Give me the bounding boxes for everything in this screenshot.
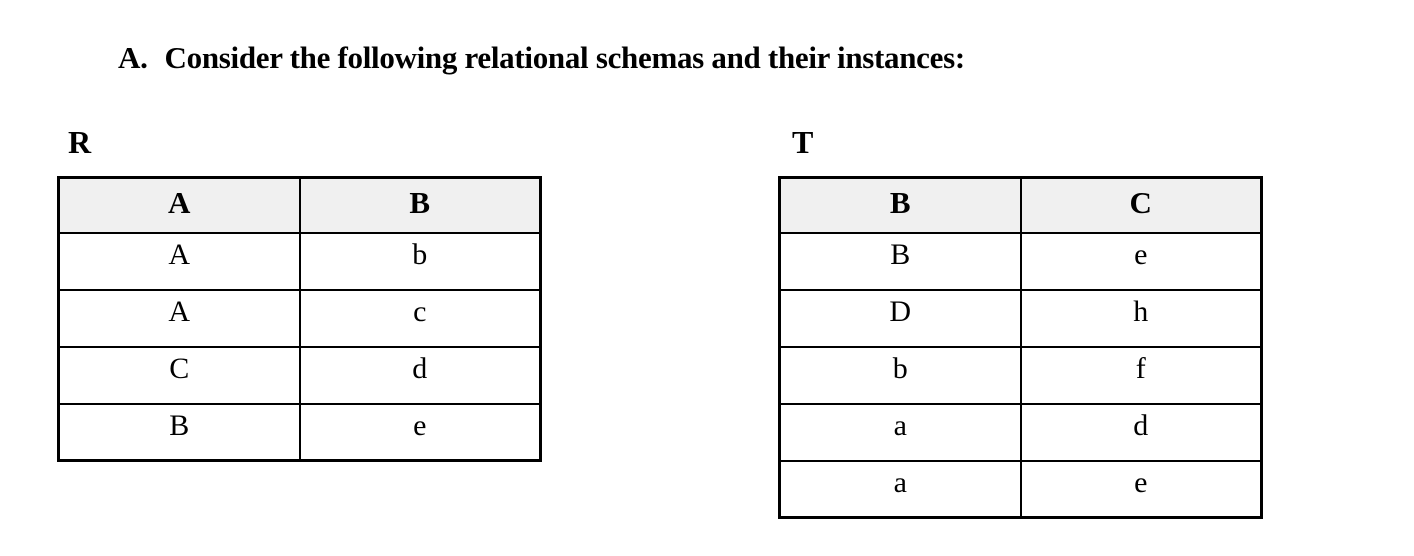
table-row: A c bbox=[57, 288, 542, 348]
relation-t-header-row: B C bbox=[778, 176, 1263, 234]
table-cell: a bbox=[778, 402, 1022, 462]
column-header: C bbox=[1019, 176, 1263, 234]
table-cell: b bbox=[778, 345, 1022, 405]
question-heading: A. Consider the following relational sche… bbox=[118, 40, 965, 76]
relation-r-header-row: A B bbox=[57, 176, 542, 234]
table-cell: B bbox=[57, 402, 301, 462]
table-cell: f bbox=[1019, 345, 1263, 405]
table-cell: e bbox=[298, 402, 542, 462]
table-cell: d bbox=[1019, 402, 1263, 462]
question-letter: A. bbox=[118, 40, 148, 75]
table-cell: D bbox=[778, 288, 1022, 348]
relation-r-label: R bbox=[68, 124, 92, 160]
table-cell: b bbox=[298, 231, 542, 291]
table-row: B e bbox=[778, 231, 1263, 291]
relation-t-table: B C B e D h b f a d a e bbox=[778, 176, 1263, 519]
table-row: a e bbox=[778, 459, 1263, 519]
relation-t-label: T bbox=[792, 124, 814, 160]
table-cell: e bbox=[1019, 231, 1263, 291]
column-header: B bbox=[298, 176, 542, 234]
table-row: b f bbox=[778, 345, 1263, 405]
question-text: Consider the following relational schema… bbox=[164, 40, 966, 75]
table-row: C d bbox=[57, 345, 542, 405]
column-header: A bbox=[57, 176, 301, 234]
table-row: B e bbox=[57, 402, 542, 462]
table-cell: h bbox=[1019, 288, 1263, 348]
table-cell: d bbox=[298, 345, 542, 405]
table-cell: c bbox=[298, 288, 542, 348]
table-row: A b bbox=[57, 231, 542, 291]
table-row: D h bbox=[778, 288, 1263, 348]
table-cell: A bbox=[57, 231, 301, 291]
table-row: a d bbox=[778, 402, 1263, 462]
table-cell: e bbox=[1019, 459, 1263, 519]
table-cell: C bbox=[57, 345, 301, 405]
relation-r-table: A B A b A c C d B e bbox=[57, 176, 542, 462]
table-cell: a bbox=[778, 459, 1022, 519]
table-cell: A bbox=[57, 288, 301, 348]
table-cell: B bbox=[778, 231, 1022, 291]
column-header: B bbox=[778, 176, 1022, 234]
